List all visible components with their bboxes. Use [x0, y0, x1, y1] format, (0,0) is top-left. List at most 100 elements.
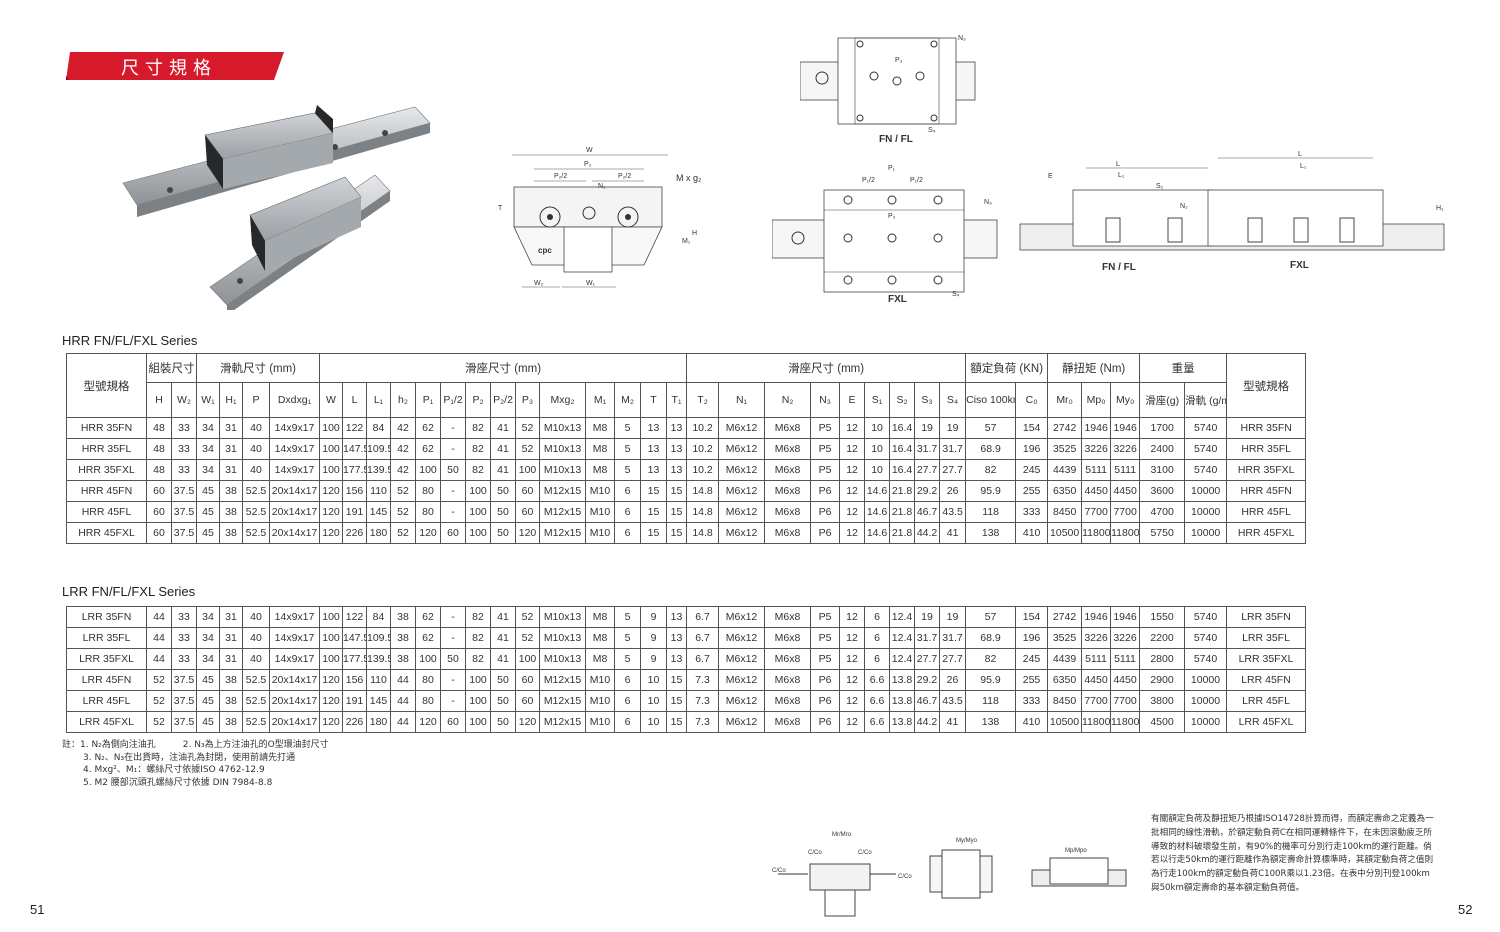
label-fn-fl-top: FN / FL	[879, 134, 913, 145]
table-cell: 5111	[1110, 459, 1141, 481]
table-cell: 44	[146, 648, 172, 670]
table-cell: M12x15	[539, 711, 586, 733]
table-cell: 45	[196, 522, 220, 544]
header-model-right: 型號規格	[1226, 353, 1307, 418]
table-cell: M10	[585, 501, 616, 523]
table-cell: 16.4	[889, 459, 916, 481]
table-cell: 4450	[1110, 669, 1140, 691]
table-cell: 2742	[1047, 606, 1082, 628]
table-cell: -	[440, 480, 467, 502]
table-cell: 12.4	[889, 627, 915, 649]
label-P1: P₁	[888, 165, 896, 172]
table-cell: 45	[196, 690, 220, 712]
table-cell: 37.5	[171, 669, 197, 691]
table-cell: 15	[666, 501, 688, 523]
table-cell: 82	[465, 417, 492, 439]
table-cell: 60	[146, 480, 172, 502]
table-cell: 100	[415, 459, 442, 481]
table-cell: 33	[171, 459, 197, 481]
table-cell: 139.5	[366, 648, 391, 670]
table-cell: M10x13	[539, 459, 587, 481]
column-header: N₃	[810, 382, 841, 418]
table-cell: 6	[864, 606, 890, 628]
table-cell: 13	[666, 417, 688, 439]
column-header: 滑軌 (g/m)	[1184, 382, 1228, 418]
table-cell: 226	[342, 522, 368, 544]
table-cell: 10.2	[686, 438, 720, 460]
table-cell: 1946	[1110, 417, 1141, 439]
table-cell: 12	[839, 627, 865, 649]
table-cell: 82	[465, 438, 492, 460]
table-cell: -	[440, 438, 467, 460]
table-cell: 41	[490, 438, 517, 460]
note-4: 5. M2 腰部沉頭孔螺絲尺寸依據 DIN 7984-8.8	[83, 777, 273, 788]
table-cell: 10000	[1184, 501, 1228, 523]
table-cell: 10	[864, 417, 891, 439]
table-cell: 38	[390, 606, 416, 628]
label-my: My/Myo	[956, 838, 978, 844]
top-view-fn-drawing: P₃ N₃ S₄ FN / FL	[800, 35, 976, 145]
table-cell: 46.7	[914, 690, 940, 712]
table-cell: M10	[585, 690, 615, 712]
table-cell: 255	[1015, 669, 1048, 691]
table-cell: P6	[810, 480, 841, 502]
table-cell: 7.3	[686, 669, 719, 691]
table-cell: 14x9x17	[269, 606, 320, 628]
table-cell: 11800	[1081, 522, 1112, 544]
table-cell: 82	[965, 648, 1016, 670]
table-cell: 3800	[1139, 690, 1185, 712]
table-cell: 14x9x17	[268, 417, 321, 439]
table-cell: 6350	[1047, 480, 1083, 502]
table-cell: P6	[810, 522, 841, 544]
label-mr: Mr/Mro	[832, 832, 852, 838]
table-cell: -	[440, 606, 466, 628]
table-cell: M6x12	[718, 627, 765, 649]
table-cell: 5111	[1081, 648, 1111, 670]
table-cell: 5	[614, 438, 642, 460]
table-cell: 52.5	[242, 480, 270, 502]
table-cell: 45	[196, 480, 220, 502]
table-cell: 10000	[1184, 711, 1227, 733]
table-cell: 6	[614, 690, 641, 712]
table-cell: 5	[614, 627, 641, 649]
label-P3: P₃	[895, 57, 903, 64]
table-cell: 13	[640, 438, 668, 460]
table-cell: 52.5	[242, 522, 270, 544]
table-cell: 6.7	[686, 606, 719, 628]
table-cell: P5	[810, 438, 841, 460]
table-cell: HRR 35FN	[66, 417, 147, 439]
table-cell: 156	[342, 480, 368, 502]
table-cell: 20x14x17	[268, 501, 321, 523]
table-cell: 10	[640, 711, 667, 733]
table-cell: 100	[319, 648, 343, 670]
column-header: Mr₀	[1047, 382, 1083, 418]
table-cell: 100	[319, 606, 343, 628]
table-cell: HRR 35FL	[1226, 438, 1307, 460]
table-cell: 191	[342, 690, 367, 712]
table-cell: M6x8	[764, 501, 812, 523]
table-cell: 180	[366, 522, 392, 544]
table-cell: 10	[640, 669, 667, 691]
table-cell: 46.7	[914, 501, 941, 523]
label-N3: N₃	[958, 35, 966, 42]
table-cell: HRR 45FL	[1226, 501, 1307, 523]
table-cell: 109.5	[366, 627, 391, 649]
column-header: P₃	[515, 382, 541, 418]
table-cell: 34	[196, 648, 220, 670]
column-header: P₂	[465, 382, 492, 418]
table-cell: 138	[965, 711, 1016, 733]
table-cell: M6x8	[764, 669, 811, 691]
table-cell: 10000	[1184, 480, 1228, 502]
column-header: S₂	[889, 382, 916, 418]
table-cell: 13.8	[889, 711, 915, 733]
table-cell: 42	[390, 438, 417, 460]
label-P2-half-b: P₂/2	[618, 173, 631, 180]
table-cell: M8	[585, 438, 616, 460]
table-cell: 15	[666, 690, 687, 712]
table-cell: 60	[440, 711, 466, 733]
table-cell: LRR 35FXL	[1226, 648, 1306, 670]
table-cell: 68.9	[965, 438, 1017, 460]
table-cell: 31.7	[914, 438, 941, 460]
table-cell: 5740	[1184, 648, 1227, 670]
